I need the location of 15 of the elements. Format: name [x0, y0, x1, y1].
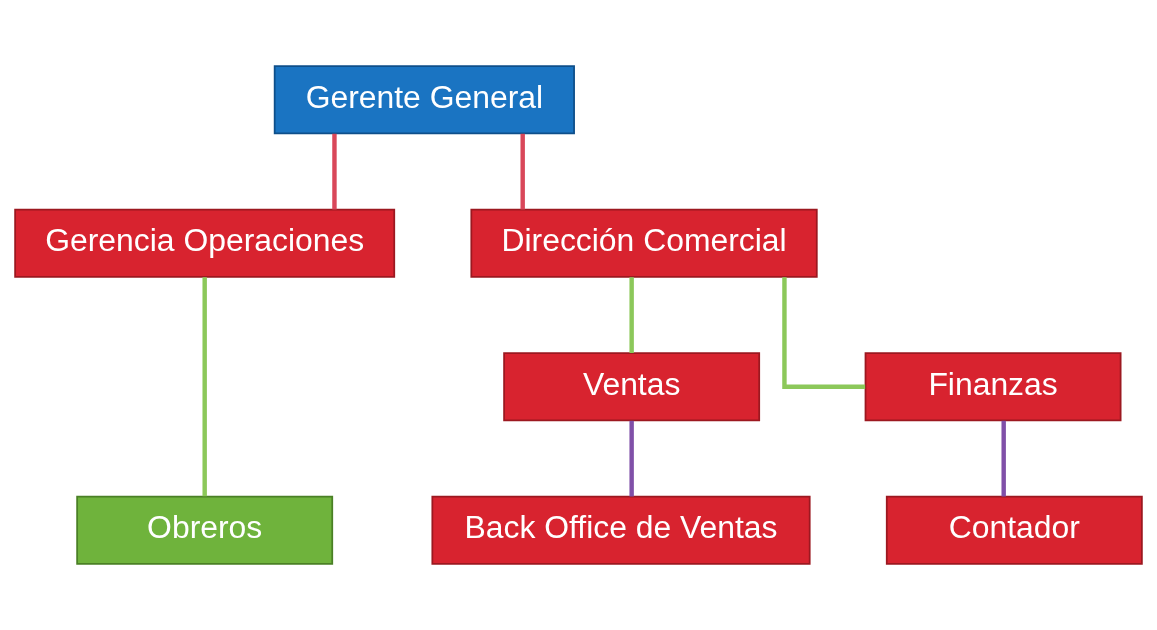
node-box: Finanzas — [864, 352, 1122, 422]
connector — [202, 277, 207, 497]
node-box: Gerencia Operaciones — [14, 208, 396, 278]
connector — [629, 277, 634, 353]
connector — [332, 133, 337, 210]
node-box: Obreros — [76, 495, 334, 565]
connector — [1001, 420, 1006, 497]
connector — [782, 277, 866, 389]
node-box: Back Office de Ventas — [431, 495, 811, 565]
node-box: Contador — [885, 495, 1143, 565]
connector — [520, 133, 525, 210]
node-box: Gerente General — [273, 65, 575, 135]
node-box: Dirección Comercial — [470, 208, 818, 278]
node-box: Ventas — [503, 352, 761, 422]
connector — [629, 420, 634, 497]
